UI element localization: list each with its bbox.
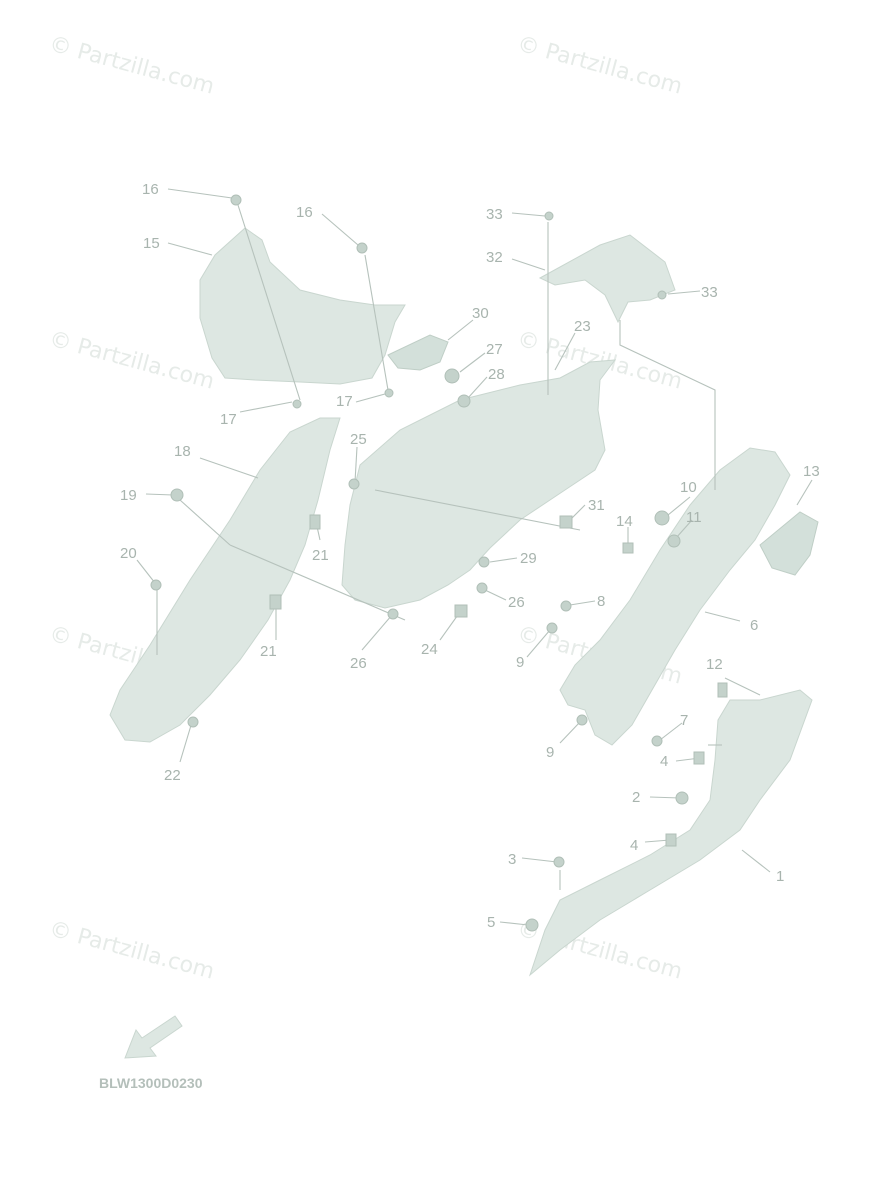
callout-16: 16 (142, 181, 159, 198)
callout-18: 18 (174, 443, 191, 460)
callout-28: 28 (488, 366, 505, 383)
callout-24: 24 (421, 641, 438, 658)
bolt-16 (356, 242, 368, 254)
callout-2: 2 (632, 789, 640, 806)
collar-5 (525, 918, 539, 932)
bolt-26 (387, 608, 399, 620)
callout-26: 26 (508, 594, 525, 611)
fasteners (150, 194, 728, 932)
callout-17: 17 (220, 411, 237, 428)
part-13-small-panel (759, 511, 819, 576)
part-23-inner-panel (341, 359, 617, 609)
callout-4: 4 (630, 837, 638, 854)
callout-1: 1 (776, 868, 784, 885)
clip-12 (717, 682, 728, 698)
callout-13: 13 (803, 463, 820, 480)
leader-lines (136, 188, 813, 926)
bolt-22 (187, 716, 199, 728)
washer-11 (667, 534, 681, 548)
grommet-19 (170, 488, 184, 502)
part-30-plate (387, 334, 449, 371)
parts-layer (109, 227, 819, 977)
callout-30: 30 (472, 305, 489, 322)
bolt-16 (230, 194, 242, 206)
nut-21 (269, 594, 282, 610)
front-arrow-icon (124, 1015, 183, 1059)
callout-labels: 16 16 15 33 32 33 30 23 27 28 17 17 18 2… (120, 181, 820, 931)
bolt-33 (657, 290, 667, 300)
grommet-17 (292, 399, 302, 409)
callout-21: 21 (312, 547, 329, 564)
part-6-right-side-cover (559, 447, 791, 746)
callout-21: 21 (260, 643, 277, 660)
nut-24 (454, 604, 468, 618)
bolt-10 (654, 510, 670, 526)
callout-19: 19 (120, 487, 137, 504)
part-18-left-side-cover (109, 417, 341, 743)
callout-16: 16 (296, 204, 313, 221)
callout-11: 11 (686, 509, 702, 526)
clip-7 (651, 735, 663, 747)
bolt-3 (553, 856, 565, 868)
nut-4 (693, 751, 705, 765)
callout-10: 10 (680, 479, 697, 496)
callout-22: 22 (164, 767, 181, 784)
part-15-upper-cover (199, 227, 406, 385)
callout-29: 29 (520, 550, 537, 567)
watermark: © Partzilla.com (514, 32, 684, 100)
callout-25: 25 (350, 431, 367, 448)
washer-28 (457, 394, 471, 408)
callout-31: 31 (588, 497, 605, 514)
callout-23: 23 (574, 318, 591, 335)
callout-27: 27 (486, 341, 503, 358)
callout-32: 32 (486, 249, 503, 266)
bolt-20 (150, 579, 162, 591)
callout-33: 33 (701, 284, 718, 301)
part-1-lower-rail-cover (528, 689, 813, 977)
clip-8 (560, 600, 572, 612)
nut-31 (559, 515, 573, 529)
callout-17: 17 (336, 393, 353, 410)
callout-3: 3 (508, 851, 516, 868)
callout-26: 26 (350, 655, 367, 672)
callout-14: 14 (616, 513, 633, 530)
clip-27 (444, 368, 460, 384)
bolt-9 (576, 714, 588, 726)
nut-21 (309, 514, 321, 530)
clip-25 (348, 478, 360, 490)
callout-12: 12 (706, 656, 723, 673)
callout-5: 5 (487, 914, 495, 931)
callout-7: 7 (680, 712, 688, 729)
bolt-33 (544, 211, 554, 221)
clip-14 (622, 542, 634, 554)
bolt-26 (476, 582, 488, 594)
bolt-9 (546, 622, 558, 634)
grommet-17 (384, 388, 394, 398)
callout-33: 33 (486, 206, 503, 223)
callout-6: 6 (750, 617, 758, 634)
nut-4 (665, 833, 677, 847)
part-32-bracket-cover (538, 234, 676, 324)
watermark: © Partzilla.com (46, 32, 216, 100)
callout-9: 9 (546, 744, 554, 761)
callout-9: 9 (516, 654, 524, 671)
callout-8: 8 (597, 593, 605, 610)
callout-4: 4 (660, 753, 668, 770)
callout-20: 20 (120, 545, 137, 562)
watermark: © Partzilla.com (46, 327, 216, 395)
watermark: © Partzilla.com (46, 917, 216, 985)
clip-29 (478, 556, 490, 568)
diagram-code: BLW1300D0230 (99, 1075, 203, 1091)
callout-15: 15 (143, 235, 160, 252)
bolt-2 (675, 791, 689, 805)
